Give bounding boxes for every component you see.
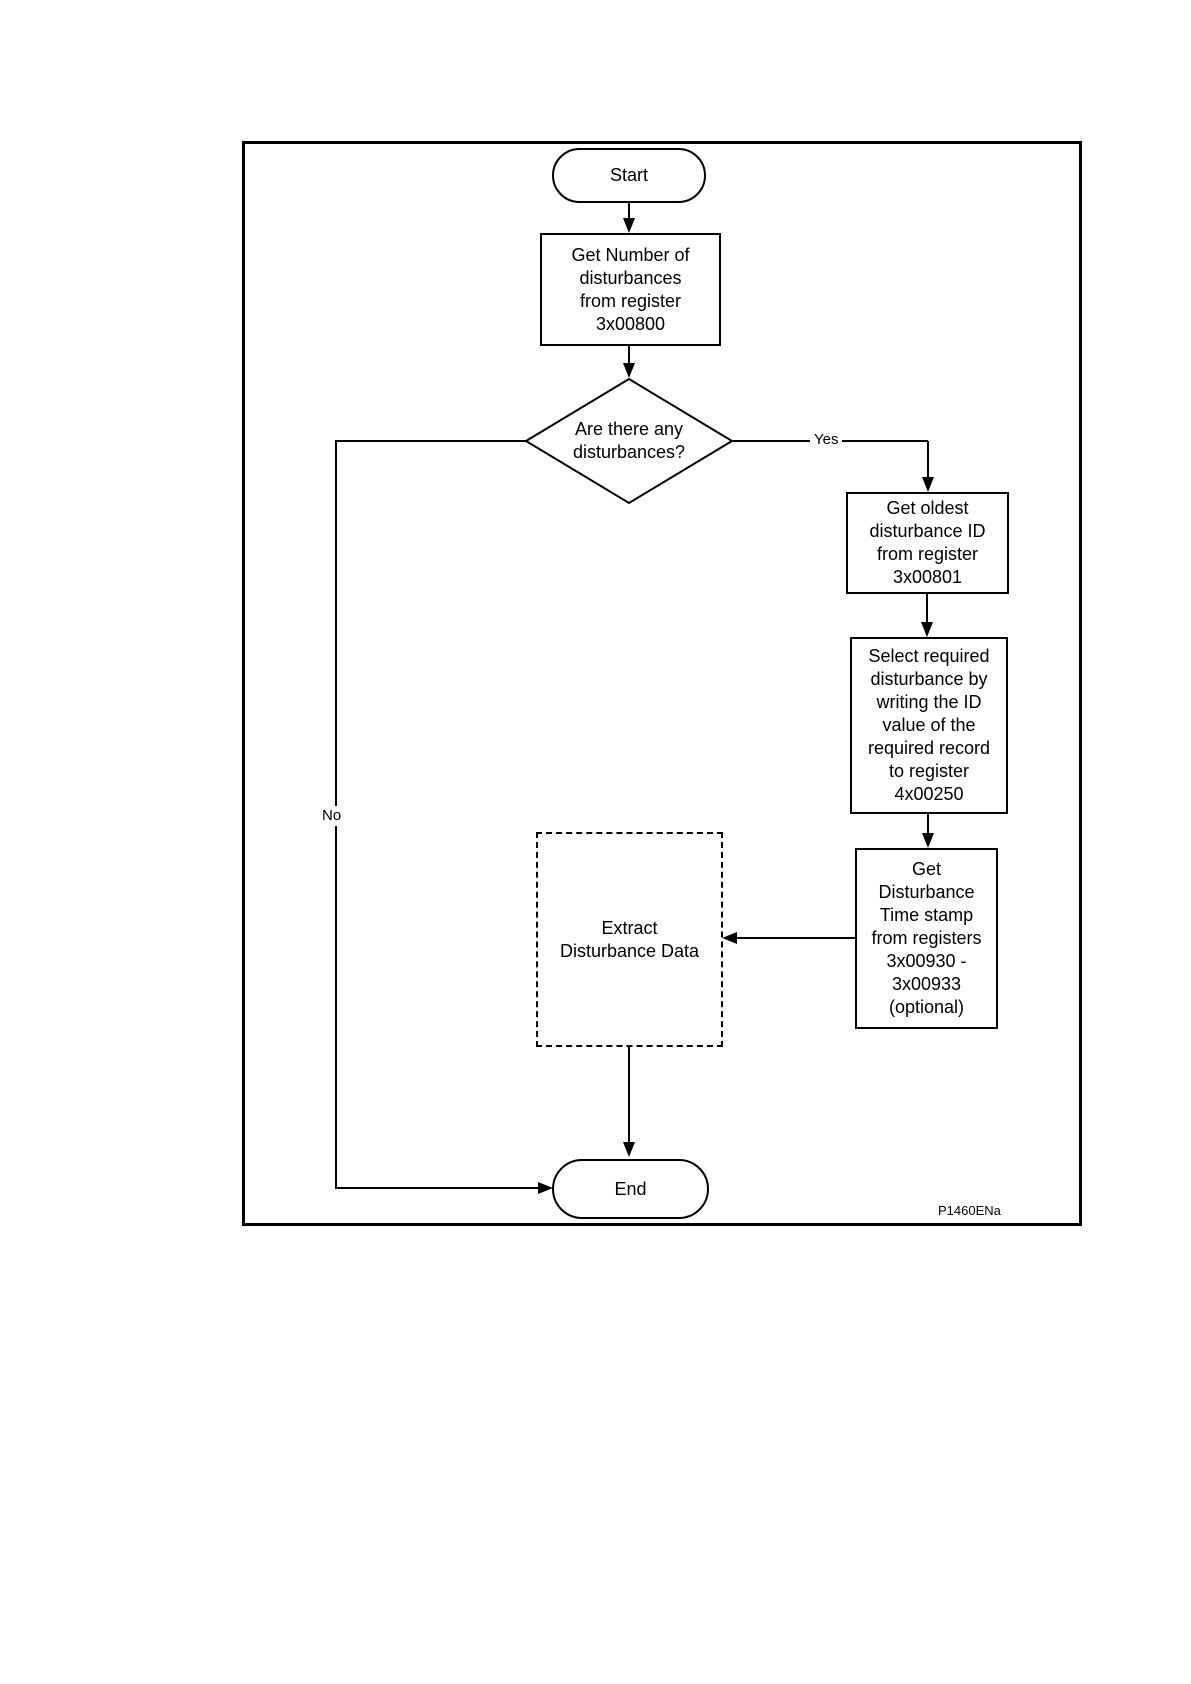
- get-oldest-label: Get oldest disturbance ID from register …: [869, 498, 986, 587]
- arrowhead-no-to-end: [538, 1182, 553, 1194]
- connector-getoldest-to-select: [926, 594, 928, 623]
- select-required-label: Select required disturbance by writing t…: [867, 646, 991, 804]
- end-node: End: [552, 1159, 709, 1219]
- connector-no-top-horizontal: [336, 440, 526, 442]
- get-number-node: Get Number of disturbances from register…: [540, 233, 721, 346]
- arrowhead-getnumber-to-decision: [623, 363, 635, 378]
- decision-node: Are there any disturbances?: [523, 377, 735, 505]
- arrowhead-start-to-getnumber: [623, 218, 635, 233]
- figure-code: P1460ENa: [938, 1203, 1001, 1218]
- start-label: Start: [609, 165, 648, 185]
- connector-select-to-timestamp: [927, 814, 929, 834]
- connector-extract-to-end: [628, 1047, 630, 1143]
- select-required-node: Select required disturbance by writing t…: [850, 637, 1008, 814]
- arrowhead-timestamp-to-extract: [722, 932, 737, 944]
- arrowhead-select-to-timestamp: [922, 833, 934, 848]
- end-label: End: [614, 1178, 647, 1199]
- connector-timestamp-to-extract: [736, 937, 855, 939]
- extract-label: Extract Disturbance Data: [559, 917, 700, 961]
- decision-diamond-shape: [524, 377, 734, 505]
- arrowhead-yes-to-getoldest: [922, 477, 934, 492]
- decision-label: Are there any disturbances?: [572, 419, 686, 462]
- get-oldest-node: Get oldest disturbance ID from register …: [846, 492, 1009, 594]
- arrowhead-extract-to-end: [623, 1142, 635, 1157]
- get-timestamp-label: Get Disturbance Time stamp from register…: [871, 859, 982, 1017]
- connector-getnumber-to-decision: [628, 346, 630, 365]
- no-edge-label: No: [318, 806, 346, 826]
- yes-edge-label: Yes: [810, 430, 843, 450]
- connector-yes-vertical: [927, 441, 929, 478]
- start-node: Start: [552, 148, 706, 203]
- arrowhead-getoldest-to-select: [921, 622, 933, 637]
- connector-start-to-getnumber: [628, 203, 630, 221]
- get-number-label: Get Number of disturbances from register…: [571, 244, 690, 334]
- connector-no-bottom-horizontal: [335, 1187, 538, 1189]
- extract-node: Extract Disturbance Data: [536, 832, 723, 1047]
- get-timestamp-node: Get Disturbance Time stamp from register…: [855, 848, 998, 1029]
